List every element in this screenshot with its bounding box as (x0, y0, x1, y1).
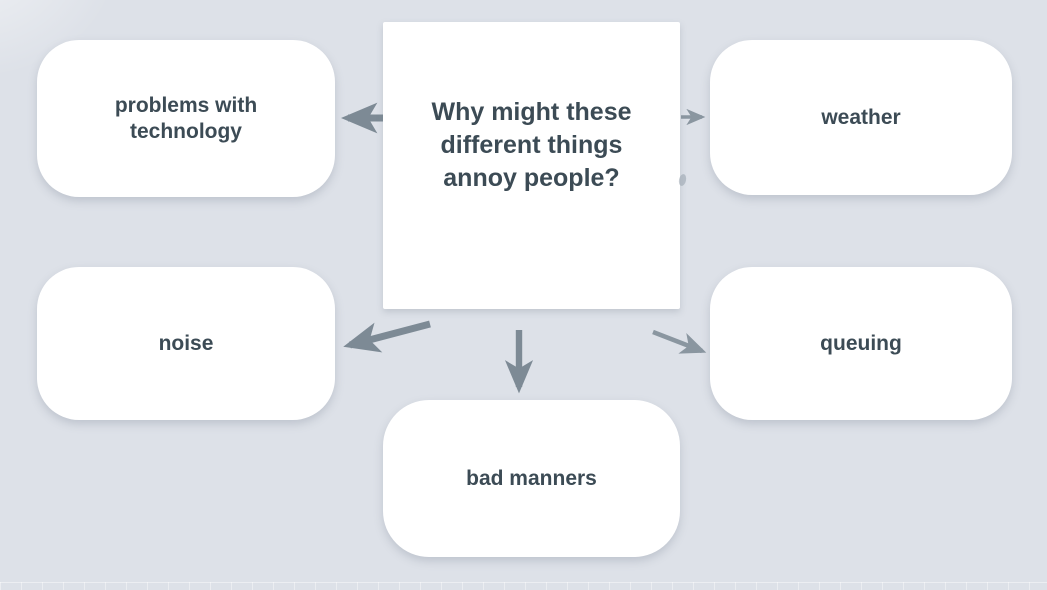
node-weather-label: weather (821, 105, 901, 129)
node-queuing[interactable]: queuing (710, 267, 1012, 420)
bottom-ruler-line (0, 582, 1047, 583)
node-noise[interactable]: noise (37, 267, 335, 420)
arrow-center-to-queuing (652, 329, 707, 354)
node-queuing-label: queuing (820, 331, 902, 355)
node-bad-manners[interactable]: bad manners (383, 400, 680, 557)
stray-mark-artifact (677, 173, 688, 187)
node-weather[interactable]: weather (710, 40, 1012, 195)
arrow-center-to-noise (343, 320, 431, 353)
node-bad-manners-label: bad manners (466, 466, 597, 490)
node-noise-label: noise (158, 331, 214, 355)
bottom-ruler-ticks (0, 582, 1047, 590)
